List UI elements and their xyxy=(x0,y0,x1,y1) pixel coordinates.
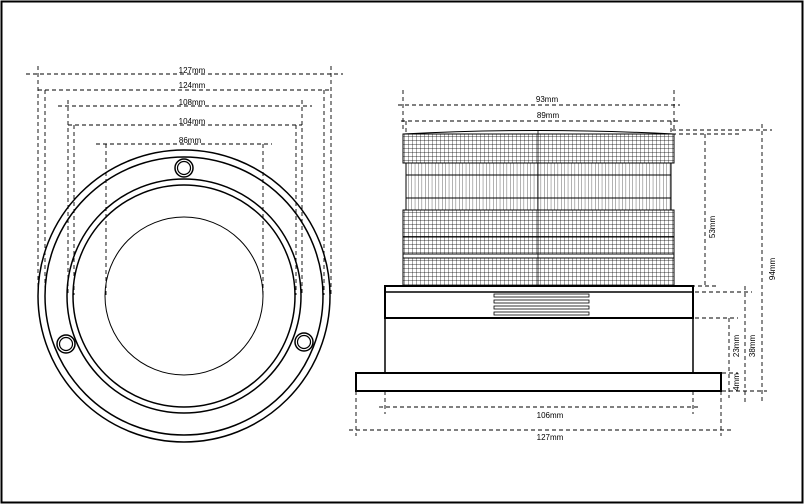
side-dim-127mm: 127mm xyxy=(537,433,564,442)
side-dim-53mm: 53mm xyxy=(708,216,717,239)
front-dim-104mm: 104mm xyxy=(179,117,206,126)
front-dim-124mm: 124mm xyxy=(179,81,206,90)
side-view: 93mm 89mm xyxy=(349,90,777,442)
base-outer-circle xyxy=(37,149,331,443)
vent-slots xyxy=(493,293,590,316)
front-dim-86mm: 86mm xyxy=(179,136,202,145)
base-inner-circle xyxy=(44,156,324,436)
base-housing xyxy=(384,285,694,374)
front-view: 127mm 124mm 108mm 104mm 86mm xyxy=(26,66,343,443)
lens-outer-circle xyxy=(66,178,302,414)
side-dim-89mm: 89mm xyxy=(537,111,560,120)
side-dim-23mm: 23mm xyxy=(732,335,741,358)
screw-hole-right xyxy=(294,332,314,352)
dome-circle xyxy=(104,216,264,376)
side-dim-106mm: 106mm xyxy=(537,411,564,420)
lens-dome xyxy=(402,130,675,287)
side-bottom-dimension-lines xyxy=(349,391,731,436)
side-dim-94mm: 94mm xyxy=(768,258,777,281)
screw-hole-top xyxy=(174,158,194,178)
front-dim-108mm: 108mm xyxy=(179,98,206,107)
front-dimension-lines xyxy=(26,66,343,295)
side-dim-38mm: 38mm xyxy=(748,335,757,358)
side-top-dimension-lines xyxy=(398,90,680,134)
side-dim-93mm: 93mm xyxy=(536,95,559,104)
lens-inner-circle xyxy=(72,184,296,408)
base-flange xyxy=(355,372,722,392)
front-dim-127mm: 127mm xyxy=(179,66,206,75)
screw-hole-left xyxy=(56,334,76,354)
side-right-dimension-lines xyxy=(672,124,772,403)
side-dim-4mm: 4mm xyxy=(732,373,741,391)
